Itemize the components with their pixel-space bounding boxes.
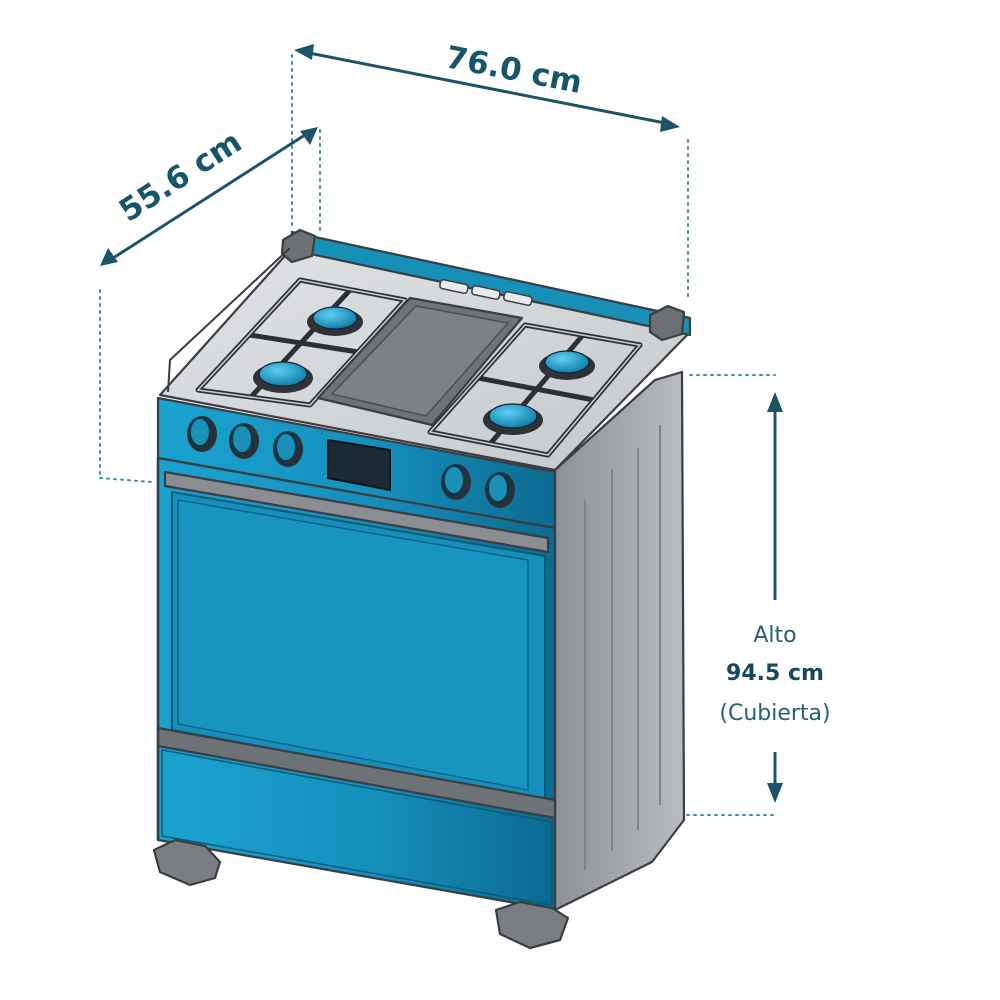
drawer <box>161 749 553 906</box>
height-title: Alto <box>753 623 796 648</box>
burner-icon <box>253 306 595 435</box>
grate-highlight <box>196 279 642 456</box>
oven-door-inner <box>177 499 529 791</box>
back-right-corner <box>648 304 686 342</box>
top-rail <box>167 247 291 393</box>
height-dimension-arrow <box>767 392 783 803</box>
width-dimension-arrow <box>294 44 680 132</box>
griddle-surface <box>330 305 510 417</box>
knob-icon <box>187 416 515 508</box>
height-note: (Cubierta) <box>719 701 830 726</box>
timer-display <box>327 438 391 492</box>
depth-dimension-arrow <box>100 127 318 266</box>
side-panel-ribs <box>584 425 661 870</box>
front-right-foot <box>494 900 570 950</box>
side-panel <box>553 370 686 912</box>
oven-handle <box>163 470 550 554</box>
front-left-foot <box>152 838 222 887</box>
back-guard-vents <box>439 278 533 306</box>
back-left-corner <box>280 228 317 264</box>
height-value: 94.5 cm <box>726 661 824 686</box>
